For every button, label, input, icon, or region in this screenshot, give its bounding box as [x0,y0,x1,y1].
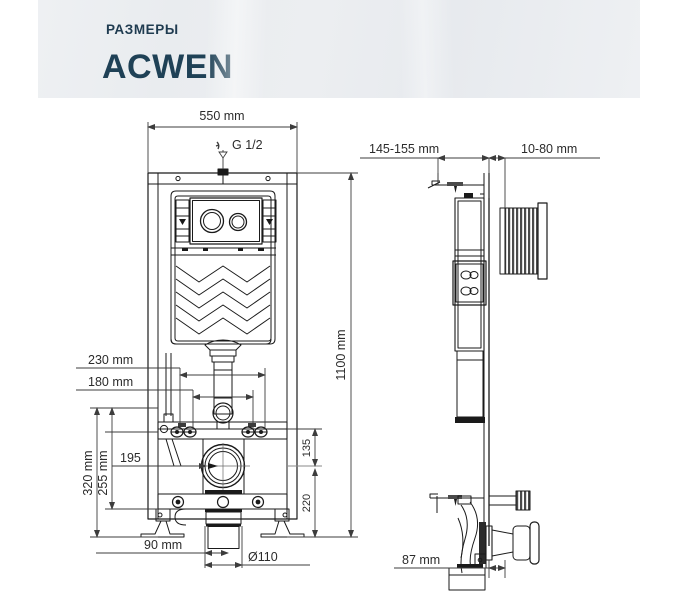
inlet-fitting-g12 [217,168,229,184]
dimension-195 [112,463,207,469]
dimension-inlet-thread [215,141,228,169]
dimension-145-155 [360,155,490,198]
label-320: 320 mm [81,450,95,495]
dimension-320 [90,407,158,538]
label-145-155: 145-155 mm [369,142,439,156]
dimension-220 [287,468,322,538]
label-90: 90 mm [144,538,182,552]
dimension-total-height [297,172,358,538]
label-total-height: 1100 mm [334,329,348,380]
label-87: 87 mm [402,553,440,567]
side-view [427,173,548,591]
label-diameter-110: Ø110 [248,550,278,564]
bottom-rail [157,493,288,510]
dimension-labels: 550 mm G 1/2 1100 mm 230 mm 180 mm 320 m… [81,109,577,567]
cistern-chevron-pattern [170,265,272,345]
flush-actuator-side [499,202,548,280]
header-band: РАЗМЕРЫ ACWEN [38,0,640,98]
label-10-80: 10-80 mm [521,142,577,156]
stud-bolt-right [241,423,268,438]
dimension-230 [76,367,266,429]
dimension-layer [76,122,600,578]
dimension-front-width [147,122,298,173]
label-230: 230 mm [88,353,133,367]
threaded-stud [488,490,531,511]
label-255: 255 mm [96,450,110,495]
label-135: 135 [301,439,313,457]
page-subtitle: РАЗМЕРЫ [106,22,179,37]
internal-fill-pipe [163,353,182,467]
stud-bolt-left [170,423,197,438]
outlet-connector-side [479,521,540,565]
label-front-width: 550 mm [199,109,244,123]
drawing-canvas: 550 mm G 1/2 1100 mm 230 mm 180 mm 320 m… [76,109,600,591]
dimension-90 [96,526,243,568]
dimension-135 [287,428,322,467]
dimension-180 [76,389,254,429]
drain-outlet [174,508,242,549]
label-180: 180 mm [88,375,133,389]
dimension-87 [394,560,506,578]
label-inlet-thread: G 1/2 [232,138,263,152]
mounting-rail [157,421,288,440]
label-195: 195 [120,451,141,465]
cistern-side-slots [175,199,277,243]
frame-feet [140,508,305,538]
flush-pipe-connector [212,402,234,430]
flush-plate [189,197,263,245]
dimension-10-80 [488,155,600,208]
side-internal-siphon [457,495,483,574]
cistern-divider-band [171,247,276,256]
label-220: 220 [301,494,313,512]
dimension-255 [105,407,158,510]
technical-drawing: 550 mm G 1/2 1100 mm 230 mm 180 mm 320 m… [0,98,675,600]
page-title: ACWEN [102,48,233,86]
